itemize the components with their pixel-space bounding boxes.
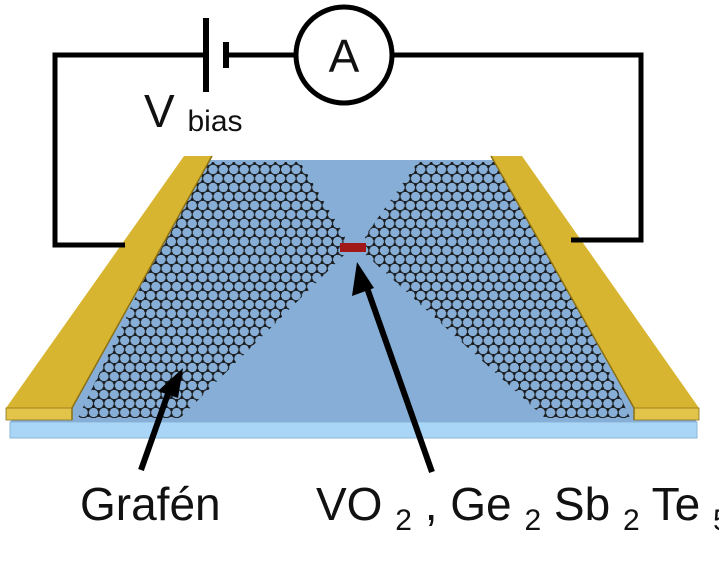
graphene-sheet-right (365, 162, 630, 418)
material-ge-sub: 2 (524, 504, 541, 537)
material-sb: Sb (554, 478, 610, 530)
graphene-sheet (78, 162, 345, 418)
left-electrode-side (5, 407, 73, 421)
left-electrode-edge (71, 155, 213, 420)
graphene-label: Grafén (80, 478, 221, 530)
circuit-wire (52, 52, 206, 248)
vbias-sub: bias (187, 105, 242, 138)
left-electrode-top (6, 156, 212, 408)
arrow-icon (138, 368, 183, 472)
substrate-side (9, 421, 698, 439)
circuit-wire-right (393, 52, 644, 243)
vbias-main: V (144, 85, 175, 137)
ammeter-label: A (329, 30, 360, 82)
battery-icon (203, 18, 229, 92)
material-vo-sub: 2 (395, 504, 412, 537)
sample-patch (340, 243, 366, 252)
right-electrode-edge (490, 155, 635, 420)
arrow-icon-sample (352, 262, 435, 473)
material-te: Te (652, 478, 701, 530)
right-electrode-side (633, 407, 700, 421)
material-te-sub: 5 (713, 504, 719, 537)
ammeter-icon: A (293, 4, 395, 106)
material-vo: VO (316, 478, 382, 530)
vbias-label: V bias (144, 85, 243, 138)
material-sep: , Ge (425, 478, 512, 530)
material-label: VO 2 , Ge 2 Sb 2 Te 5 (316, 478, 719, 540)
right-electrode-top (491, 156, 699, 408)
material-sb-sub: 2 (623, 504, 640, 537)
